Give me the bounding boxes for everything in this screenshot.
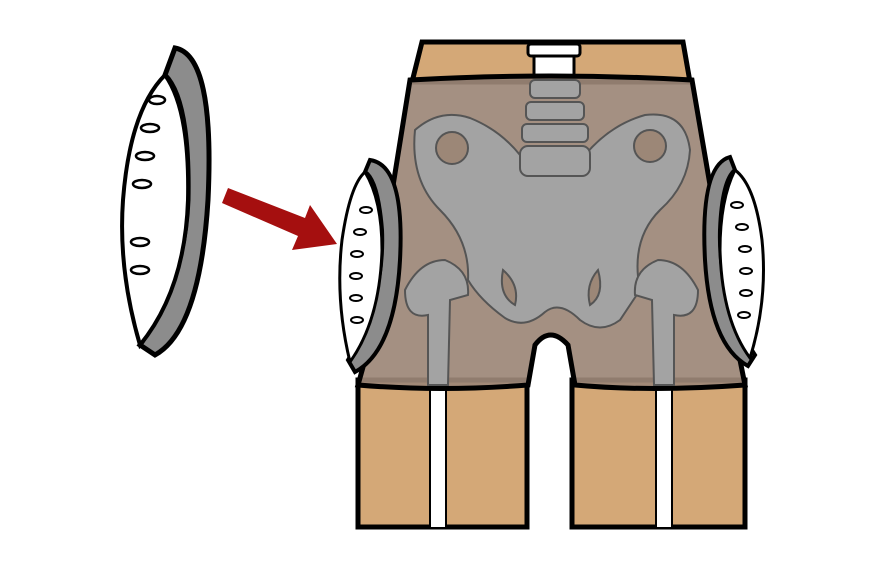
hip-pad-left-inserted [338, 157, 403, 375]
pelvis-icon [413, 79, 692, 329]
left-femur-shaft [429, 379, 447, 529]
hip-pad-right-inserted [702, 154, 765, 369]
femur-icon [403, 258, 700, 386]
right-femur-shaft [655, 379, 673, 529]
arrow-right-icon [222, 188, 337, 250]
legs [355, 377, 748, 530]
hip-pad-icon [120, 45, 212, 358]
